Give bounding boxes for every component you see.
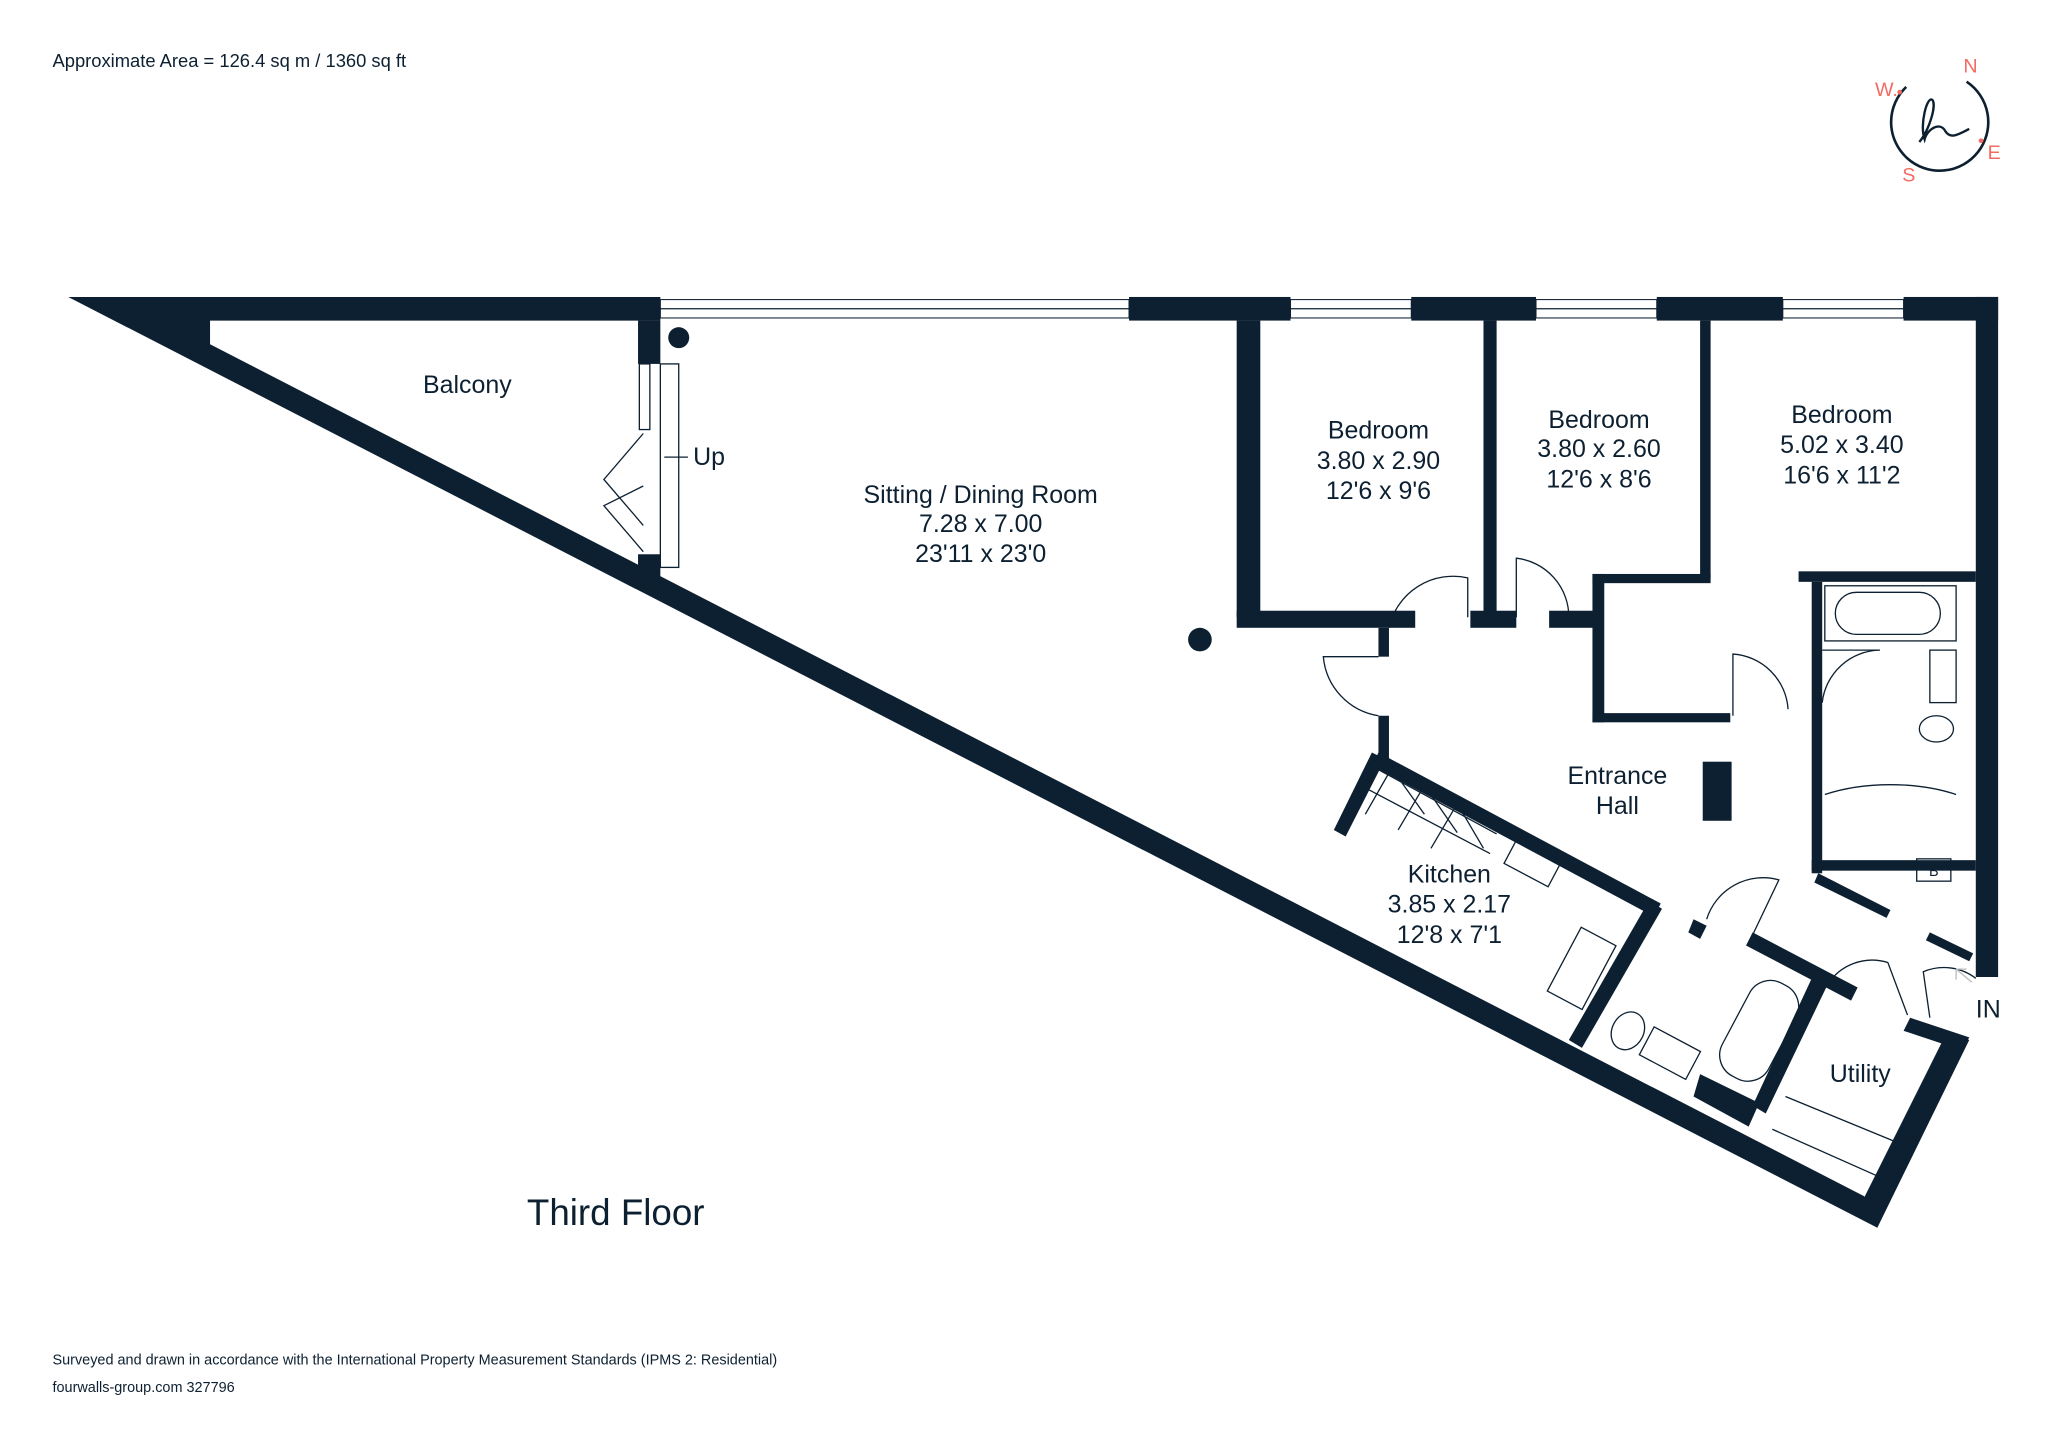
boiler-label: B (1929, 864, 1939, 880)
room-name-line2: Hall (1596, 792, 1639, 820)
room-imperial: 23'11 x 23'0 (915, 540, 1046, 568)
entrance-hall-label: Entrance Hall (1567, 762, 1667, 820)
room-metric: 5.02 x 3.40 (1780, 431, 1903, 459)
bedroom-3-label: Bedroom 5.02 x 3.40 16'6 x 11'2 (1780, 401, 1903, 489)
walls (68, 296, 1999, 1228)
kitchen-label: Kitchen 3.85 x 2.17 12'8 x 7'1 (1388, 860, 1511, 948)
room-name: Kitchen (1408, 860, 1491, 888)
room-name: Bedroom (1328, 417, 1429, 445)
column (668, 327, 690, 349)
doors (602, 363, 1977, 1018)
compass-icon: N E S W. (1875, 55, 2001, 186)
compass-east: E (1988, 142, 2001, 164)
entrance-arrow-icon (1955, 968, 1973, 983)
room-metric: 3.85 x 2.17 (1388, 891, 1511, 919)
footer-standard: Surveyed and drawn in accordance with th… (53, 1352, 778, 1368)
room-metric: 3.80 x 2.90 (1317, 447, 1440, 475)
sitting-dining-room-label: Sitting / Dining Room 7.28 x 7.00 23'11 … (864, 481, 1098, 568)
room-metric: 7.28 x 7.00 (919, 510, 1042, 538)
compass-north: N (1963, 55, 1977, 77)
entrance-in-label: IN (1976, 996, 2001, 1024)
room-name: Bedroom (1548, 406, 1649, 434)
bedroom-2-label: Bedroom 3.80 x 2.60 12'6 x 8'6 (1537, 406, 1660, 493)
compass-west: W. (1875, 79, 1898, 101)
balcony-label: Balcony (423, 371, 512, 399)
bedroom-1-label: Bedroom 3.80 x 2.90 12'6 x 9'6 (1317, 417, 1440, 505)
room-name: Sitting / Dining Room (864, 481, 1098, 509)
floor-name: Third Floor (527, 1192, 705, 1233)
room-imperial: 16'6 x 11'2 (1783, 461, 1900, 489)
room-imperial: 12'6 x 8'6 (1546, 465, 1651, 493)
room-imperial: 12'8 x 7'1 (1397, 921, 1502, 949)
footer-reference: fourwalls-group.com 327796 (53, 1380, 235, 1396)
column (1188, 627, 1212, 652)
compass-south: S (1902, 164, 1915, 186)
utility-label: Utility (1830, 1060, 1891, 1088)
approximate-area: Approximate Area = 126.4 sq m / 1360 sq … (53, 50, 407, 71)
fixtures: B (1364, 585, 1957, 1183)
room-imperial: 12'6 x 9'6 (1326, 477, 1431, 505)
room-name-line1: Entrance (1567, 762, 1667, 790)
stairs-up-label: Up (693, 443, 725, 471)
windows (659, 299, 1905, 319)
room-metric: 3.80 x 2.60 (1537, 435, 1660, 463)
room-name: Bedroom (1791, 401, 1892, 429)
